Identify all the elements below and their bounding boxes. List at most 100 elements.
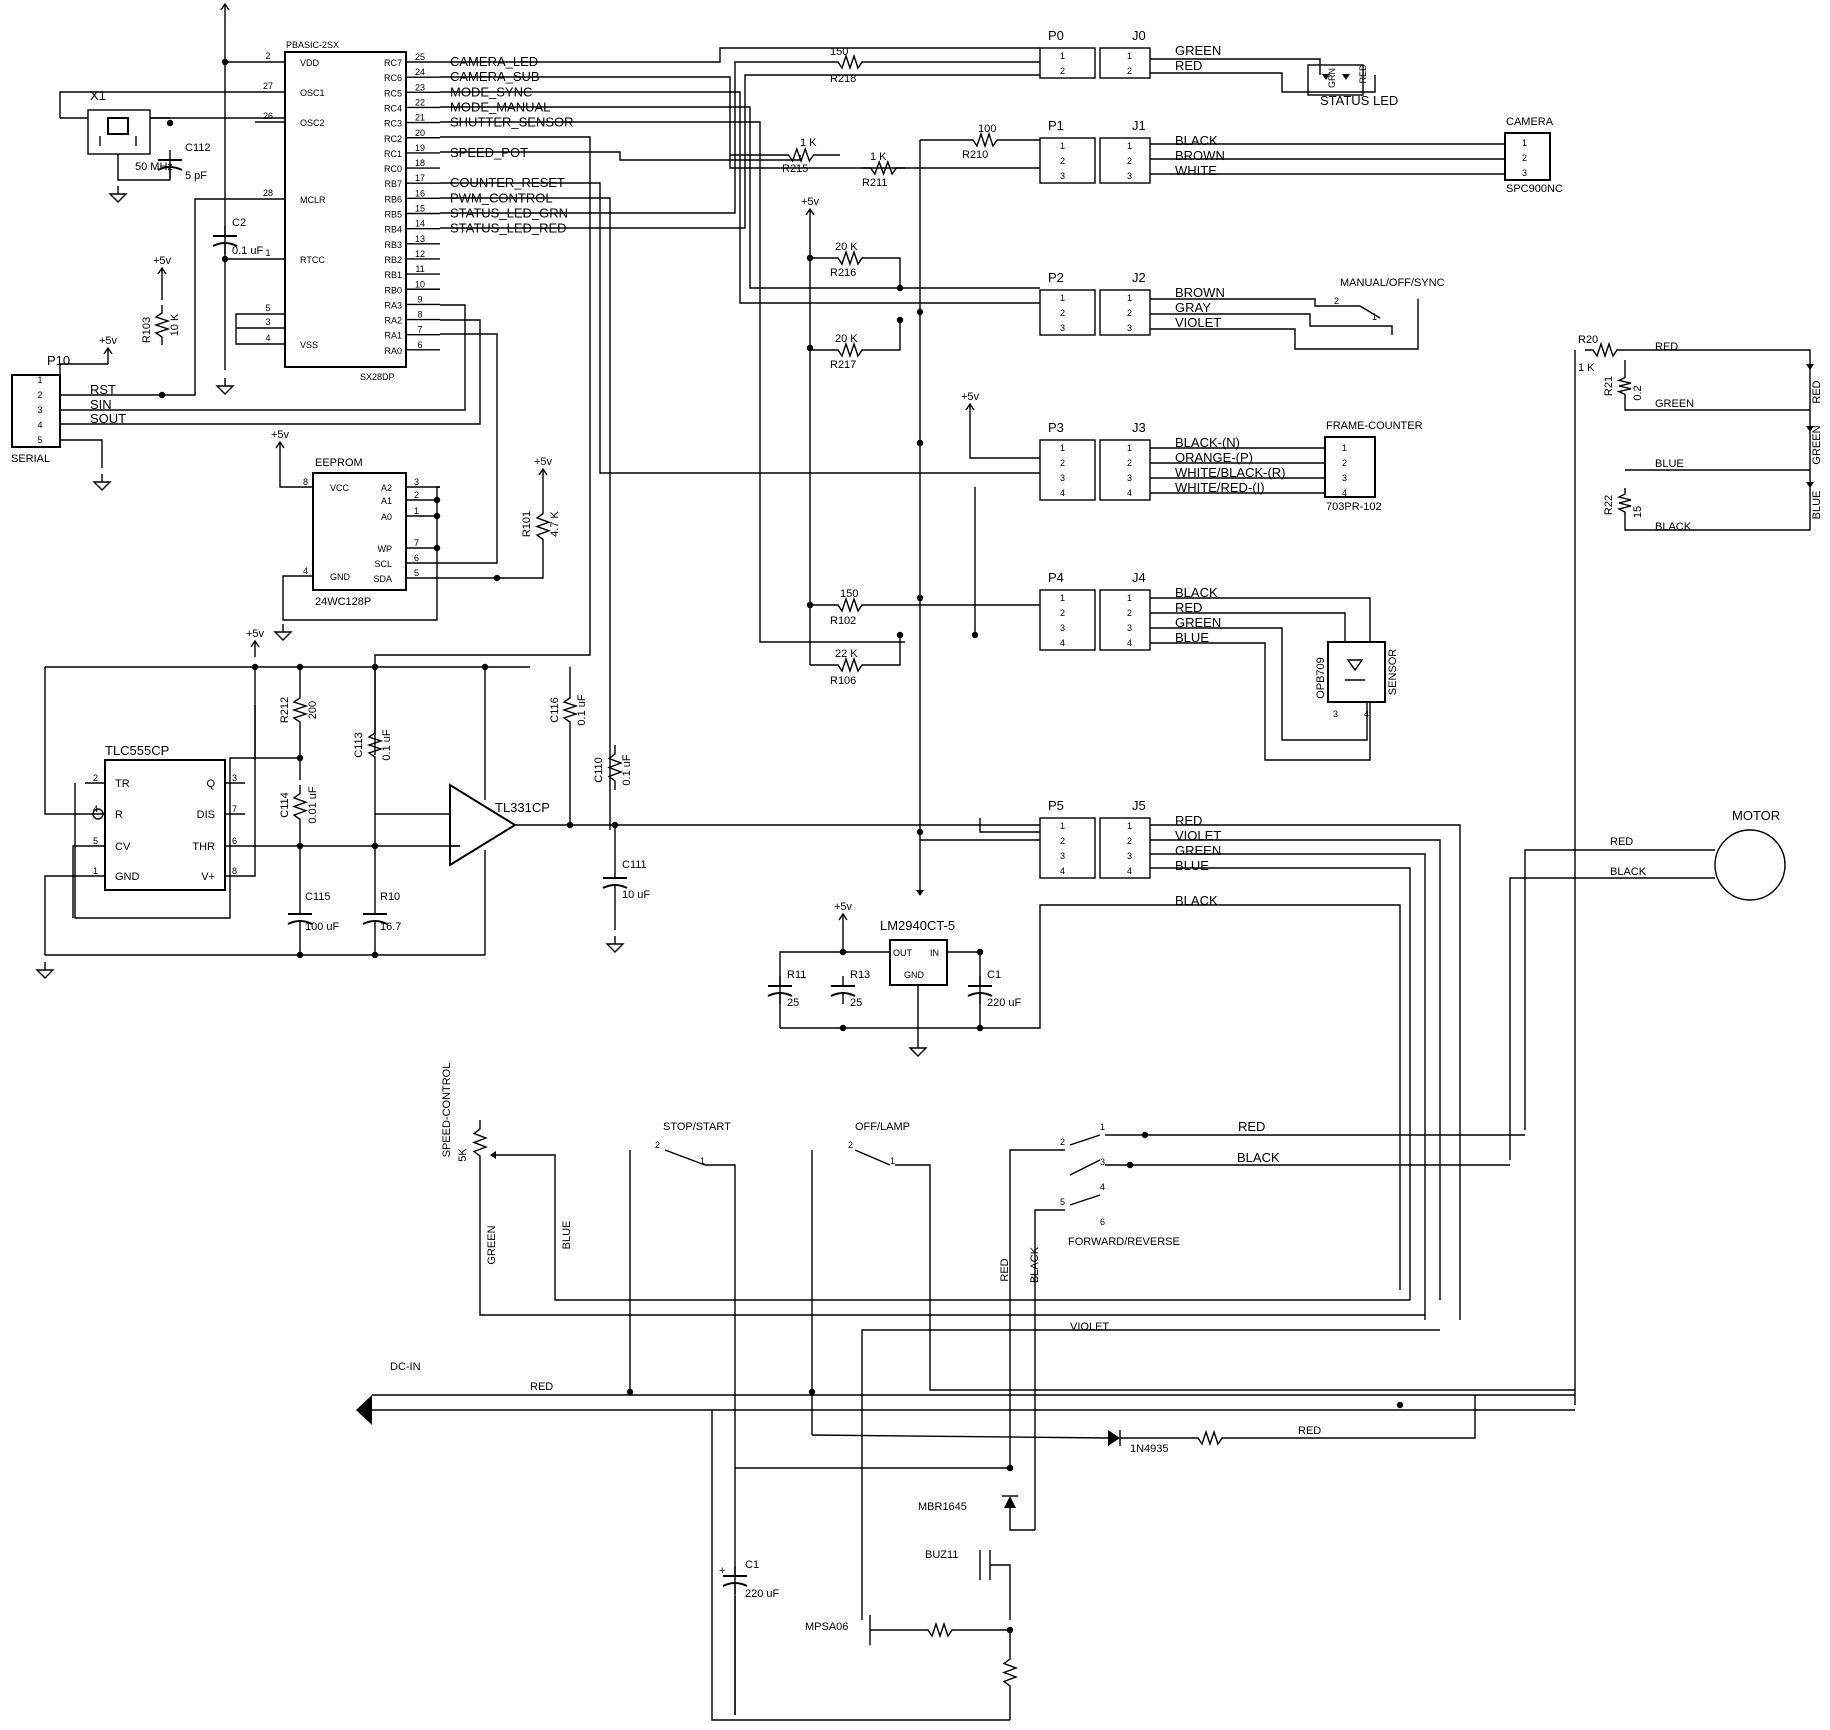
- vcc-head: [103, 346, 113, 355]
- c115-ref: C1: [987, 969, 1001, 981]
- wire-555-reset: [44, 667, 85, 815]
- wire-sensor-blue: [1150, 642, 1371, 761]
- pin-name: GND: [115, 871, 140, 883]
- vcc-arrow: [103, 346, 113, 364]
- wire-color-label: ORANGE-(P): [1175, 450, 1253, 465]
- connector-p-label: P3: [1048, 420, 1064, 435]
- r11-value: 0.2: [1632, 385, 1644, 400]
- q1-part: BUZ11: [925, 1549, 958, 1561]
- connector-pin: 1: [1127, 141, 1132, 151]
- cap-c114: [287, 904, 313, 932]
- r102-value: 150: [840, 588, 858, 600]
- r104-ref: C116: [549, 697, 561, 722]
- rgb-red-label: RED: [1655, 341, 1678, 353]
- resistor-r21: [1002, 1650, 1018, 1695]
- wire-counter-reset: [440, 182, 1040, 474]
- pin-name: A1: [381, 496, 392, 506]
- r103-ref: R103: [141, 317, 153, 343]
- wire-power-gnd: [711, 1410, 1010, 1721]
- pin-name: CV: [115, 841, 131, 853]
- connector-pin: 1: [1060, 821, 1065, 831]
- mcu-header: PBASIC-2SX: [286, 40, 339, 50]
- pin-name: RB0: [384, 285, 402, 295]
- junction-dot: [808, 1388, 816, 1396]
- status-led-box: [1307, 64, 1364, 96]
- wire-color-label: RED: [1175, 813, 1202, 828]
- connector-pin: 1: [1060, 51, 1065, 61]
- pin-name: RB5: [384, 210, 402, 220]
- connector-j-label: J5: [1132, 798, 1146, 813]
- connector-pin: 1: [1127, 51, 1132, 61]
- wire-color-label: RED: [1175, 600, 1202, 615]
- pin-name: DIS: [197, 809, 215, 821]
- connector-pin: 3: [1060, 851, 1065, 861]
- connector-pin: 2: [1060, 608, 1065, 618]
- vcc-arrow: [157, 266, 167, 284]
- camera-pin: 3: [1522, 168, 1527, 178]
- connector-pin: 3: [1127, 323, 1132, 333]
- crystal-value: 50 MHz: [135, 161, 173, 173]
- vcc-label: +5v: [216, 0, 235, 3]
- mcu-part: SX28DP: [360, 372, 395, 382]
- connector-p0: [1039, 47, 1096, 79]
- vcc-head: [275, 440, 285, 449]
- net-label: SPEED_POT: [450, 145, 528, 160]
- wire-color-label: GREEN: [1175, 43, 1221, 58]
- r104-value: 0.1 uF: [576, 694, 588, 725]
- connector-pin: 2: [1060, 156, 1065, 166]
- crystal-element: [107, 117, 129, 135]
- r215-value: 1 K: [800, 137, 817, 149]
- pin-number: 21: [415, 113, 425, 123]
- pin-name: RA3: [384, 300, 402, 310]
- connector-p4: [1039, 589, 1096, 651]
- r217-ref: R217: [830, 359, 856, 371]
- wire-status-red: [440, 74, 1040, 229]
- cap-c116: [602, 868, 628, 896]
- switch-pin: 1: [890, 1156, 895, 1166]
- pin-name: R: [115, 809, 123, 821]
- pin-number: 2: [414, 490, 419, 500]
- wire-color-label: BLACK: [1175, 893, 1218, 908]
- connector-j1: [1099, 137, 1151, 184]
- wire-mode-manual: [440, 106, 1040, 289]
- pin-number: 24: [415, 67, 425, 77]
- switch-pin: 2: [1060, 1137, 1065, 1147]
- vcc-head: [965, 402, 975, 411]
- vcc-arrow: [965, 402, 975, 420]
- pin-name: VDD: [300, 58, 320, 68]
- net-label: CAMERA_LED: [450, 54, 538, 69]
- r10-ref: R20: [1578, 334, 1598, 346]
- r218-ref: R218: [830, 73, 856, 85]
- dc-in-label: DC-IN: [390, 1361, 421, 1373]
- crystal-body: [87, 109, 151, 155]
- connector-p5: [1039, 817, 1096, 879]
- wire-555-cv: [72, 845, 85, 918]
- pin-name: RC5: [384, 88, 402, 98]
- connector-pin: 3: [1127, 171, 1132, 181]
- wire-shutter-sensor: [440, 121, 905, 643]
- pin-number: 20: [415, 128, 425, 138]
- r211-ref: R211: [862, 177, 887, 189]
- resistor-r214: [291, 785, 309, 828]
- pin-number: 17: [415, 173, 425, 183]
- pot-blue-label: BLUE: [561, 1221, 573, 1250]
- connector-pin: 4: [1127, 866, 1132, 876]
- vcc-label: +5v: [961, 391, 980, 403]
- wire-vss-bridge: [235, 313, 255, 345]
- dc-red-label: RED: [530, 1381, 553, 1393]
- rgb-led-green: GREEN: [1811, 425, 1823, 464]
- mode-switch-label: MANUAL/OFF/SYNC: [1340, 277, 1445, 289]
- timer-body: [104, 759, 226, 891]
- wire-color-label: WHITE/RED-(I): [1175, 480, 1265, 495]
- junction-dot: [626, 1388, 634, 1396]
- connector-pin: 3: [1127, 851, 1132, 861]
- pin-name: RB6: [384, 194, 402, 204]
- vcc-arrow: [805, 207, 815, 225]
- pin-number: 5: [93, 836, 98, 846]
- connector-pin: 2: [1060, 836, 1065, 846]
- wire-555-q: [74, 757, 300, 919]
- wire-mode-sync: [440, 91, 1040, 304]
- eeprom-part: 24WC128P: [315, 596, 371, 608]
- pin-number: 4: [265, 333, 270, 343]
- pin-number: 25: [415, 52, 425, 62]
